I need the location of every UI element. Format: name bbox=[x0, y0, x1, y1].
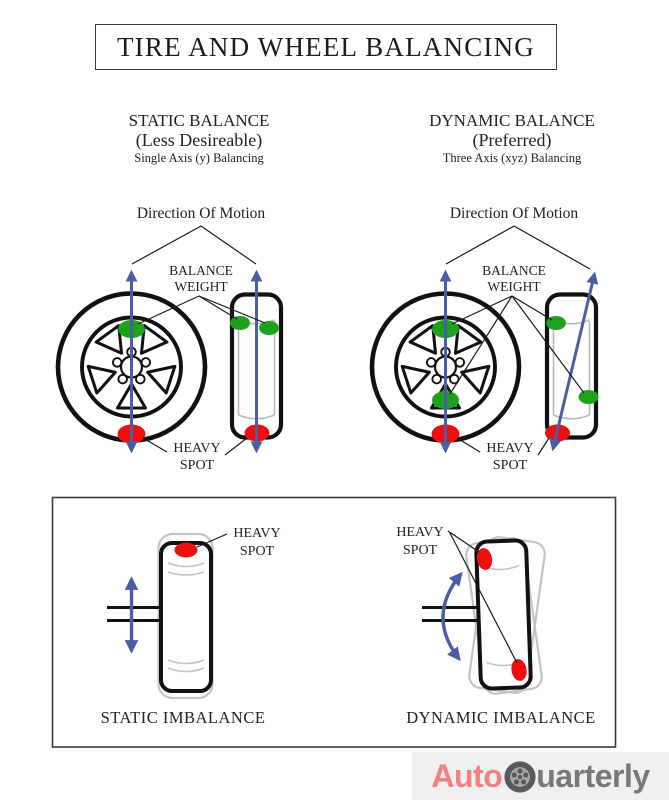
static-balance-weight-side-right bbox=[259, 321, 279, 335]
static-direction-of-motion-label: Direction Of Motion bbox=[137, 205, 266, 222]
dynamic-balance-weight-label-line1: BALANCE bbox=[482, 263, 546, 278]
static-balance-weight-side-left bbox=[230, 316, 250, 330]
static-balance-diagram: Direction Of Motion BALANCE WEIGHT bbox=[58, 205, 281, 473]
static-imbalance-diagram: HEAVY SPOT STATIC IMBALANCE bbox=[101, 526, 281, 727]
static-imbalance-heavy-label-line2: SPOT bbox=[240, 544, 275, 559]
logo: Auto uarterly bbox=[412, 752, 669, 800]
dynamic-heavy-spot-label-line2: SPOT bbox=[493, 458, 528, 473]
static-imbalance-heavy-spot bbox=[174, 542, 198, 558]
dynamic-imbalance-heavy-spot-leaders bbox=[447, 530, 518, 664]
dynamic-heavy-spot-leader-lines bbox=[456, 437, 550, 456]
static-heavy-spot-label-line1: HEAVY bbox=[173, 441, 220, 456]
static-balance-subheading: (Less Desireable) bbox=[135, 130, 263, 151]
static-axis-arrows bbox=[125, 269, 263, 454]
static-imbalance-heavy-spot-leader bbox=[196, 533, 228, 548]
dynamic-balance-heading: DYNAMIC BALANCE bbox=[429, 111, 595, 130]
dynamic-balance-heading-block: DYNAMIC BALANCE (Preferred) Three Axis (… bbox=[402, 111, 622, 165]
static-imbalance-heavy-label-line1: HEAVY bbox=[233, 526, 280, 541]
wheel-icon bbox=[504, 761, 536, 793]
static-balance-weight-label-line2: WEIGHT bbox=[174, 279, 228, 294]
static-heavy-spot-label-line2: SPOT bbox=[180, 458, 215, 473]
dynamic-imbalance-caption: DYNAMIC IMBALANCE bbox=[406, 708, 596, 727]
static-heavy-spot-leader-lines bbox=[142, 437, 248, 456]
static-imbalance-tire-detail bbox=[167, 562, 205, 673]
dynamic-direction-leader-lines bbox=[445, 225, 591, 270]
dynamic-heavy-spot-label-line1: HEAVY bbox=[486, 441, 533, 456]
static-balance-heading: STATIC BALANCE bbox=[128, 111, 270, 130]
dynamic-imbalance-heavy-spot-top bbox=[476, 548, 493, 570]
dynamic-balance-weight-label-line2: WEIGHT bbox=[487, 279, 541, 294]
static-balance-note: Single Axis (y) Balancing bbox=[134, 151, 264, 166]
dynamic-imbalance-heavy-spot-bottom bbox=[511, 659, 527, 681]
dynamic-imbalance-tire bbox=[474, 538, 533, 691]
static-balance-weight-leader-lines bbox=[137, 295, 266, 325]
dynamic-balance-diagram: Direction Of Motion BALANCE WEIGHT bbox=[372, 205, 599, 473]
dynamic-imbalance-heavy-label-line1: HEAVY bbox=[396, 525, 443, 540]
static-balance-weight-label-line1: BALANCE bbox=[169, 263, 233, 278]
static-imbalance-caption: STATIC IMBALANCE bbox=[101, 708, 266, 727]
dynamic-balance-subheading: (Preferred) bbox=[472, 130, 552, 151]
dynamic-direction-of-motion-label: Direction Of Motion bbox=[450, 205, 579, 222]
title-box: TIRE AND WHEEL BALANCING bbox=[95, 24, 557, 70]
static-direction-leader-lines bbox=[131, 225, 257, 265]
static-balance-heading-block: STATIC BALANCE (Less Desireable) Single … bbox=[89, 111, 309, 165]
dynamic-imbalance-axle bbox=[422, 606, 479, 622]
dynamic-axis-arrows bbox=[439, 269, 599, 454]
dynamic-balance-weight-leader-lines bbox=[449, 295, 585, 395]
imbalance-panel-border bbox=[51, 496, 617, 748]
static-imbalance-axle bbox=[107, 606, 161, 622]
dynamic-imbalance-diagram: HEAVY SPOT DYNAMIC IMBALANCE bbox=[396, 525, 595, 727]
logo-text-uarterly: uarterly bbox=[536, 757, 650, 794]
dynamic-imbalance-heavy-label-line2: SPOT bbox=[403, 543, 438, 558]
dynamic-balance-weight-side-bottom bbox=[578, 390, 599, 404]
dynamic-imbalance-wobble-arrow bbox=[441, 571, 463, 662]
page-title: TIRE AND WHEEL BALANCING bbox=[116, 31, 535, 62]
dynamic-balance-note: Three Axis (xyz) Balancing bbox=[442, 151, 582, 166]
logo-text-auto: Auto bbox=[431, 757, 503, 794]
